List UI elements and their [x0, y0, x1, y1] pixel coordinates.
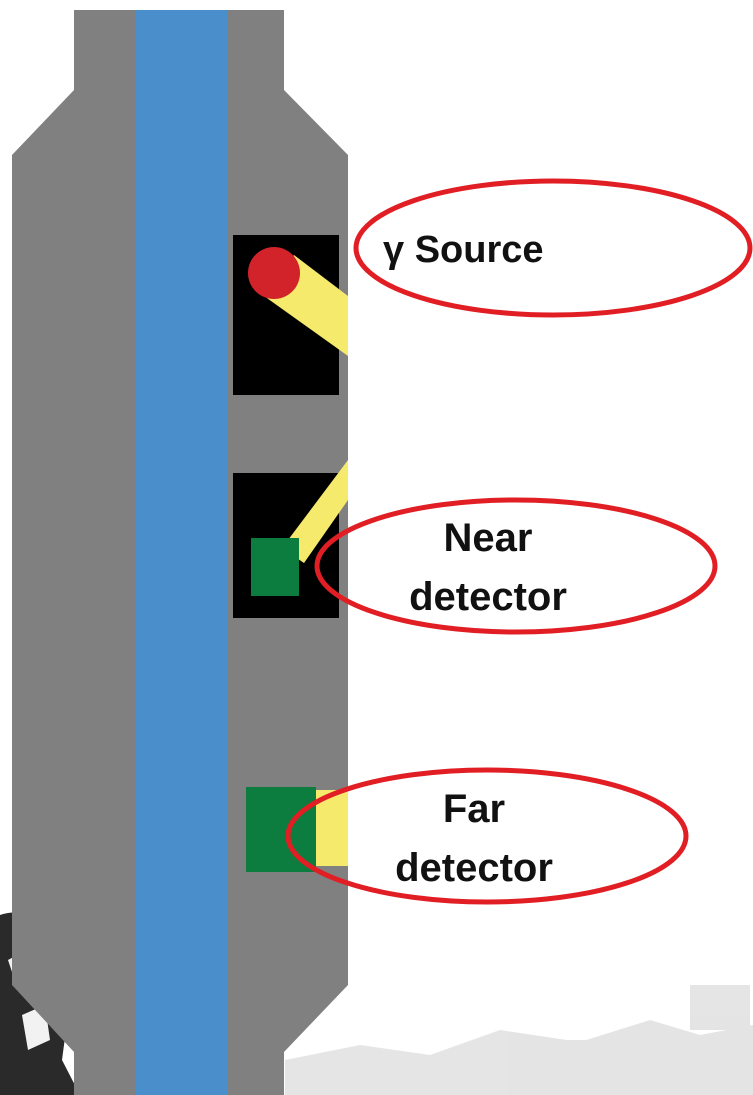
near-gamma-ray-path — [282, 460, 348, 563]
ground-structure — [560, 1040, 650, 1095]
far-detector-highlight-ellipse — [285, 767, 689, 905]
background-texture — [285, 985, 753, 1095]
far-detector-label-line2: detector — [395, 846, 553, 890]
near-detector-highlight-ellipse — [314, 497, 718, 635]
source-highlight-ellipse — [353, 178, 753, 318]
ground-structure — [690, 985, 750, 1030]
green-square-icon — [251, 538, 299, 596]
far-detector-label-line1: Far — [443, 787, 505, 831]
green-square-icon — [246, 787, 316, 872]
near-detector-label-line2: detector — [409, 575, 567, 619]
ground-texture — [285, 1020, 753, 1095]
red-dot-icon — [248, 247, 300, 299]
borehole-fluid-column — [136, 10, 228, 1095]
source-label: γ Source — [383, 229, 544, 271]
near-detector-label-line1: Near — [444, 516, 533, 560]
